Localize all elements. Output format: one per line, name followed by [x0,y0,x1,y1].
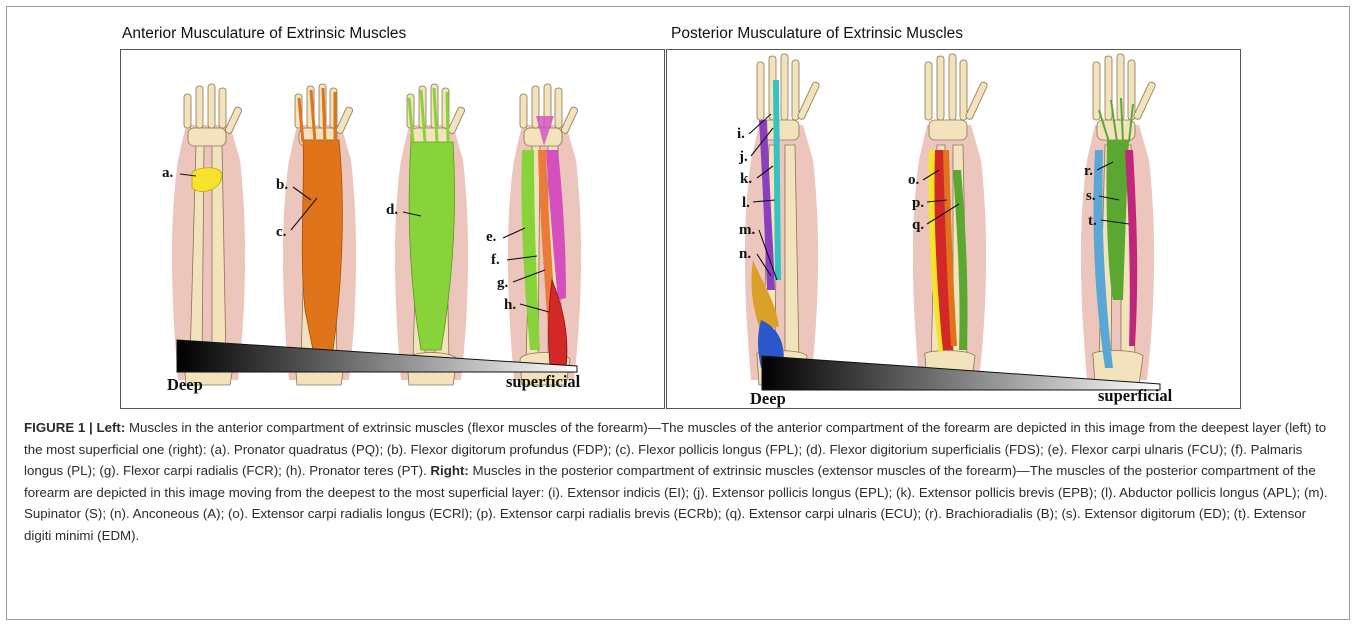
label-t: t. [1088,213,1097,229]
label-b: b. [276,177,288,193]
right-panel-title: Posterior Musculature of Extrinsic Muscl… [671,25,963,43]
caption-figure-label: FIGURE 1 | [24,420,93,435]
label-s: s. [1086,188,1096,204]
label-c: c. [276,224,287,240]
arm-1 [172,84,245,385]
left-panel: a. b. c. d. e. f. g. h. Deep superficial [120,49,665,409]
caption-left-label: Left: [96,420,125,435]
label-e: e. [486,229,497,245]
left-gradient-deep: Deep [167,375,203,395]
label-r: r. [1084,163,1093,179]
label-q: q. [912,217,924,233]
label-h: h. [504,297,516,313]
label-i: i. [737,126,745,142]
arm-4 [508,84,581,385]
label-p: p. [912,195,924,211]
label-a: a. [162,165,174,181]
arm-3 [395,84,468,385]
caption-right-label: Right: [430,463,468,478]
left-panel-title: Anterior Musculature of Extrinsic Muscle… [122,25,406,43]
label-d: d. [386,202,398,218]
label-f: f. [491,252,500,268]
arm-6 [913,54,988,385]
arm-5 [745,54,820,385]
right-panel: i. j. k. l. m. n. o. p. q. r. s. t. Deep… [666,49,1241,409]
label-l: l. [742,195,750,211]
anterior-illustration: a. b. c. d. e. f. g. h. [121,50,666,410]
right-gradient-deep: Deep [750,389,786,409]
label-j: j. [738,149,748,165]
label-n: n. [739,246,751,262]
left-gradient-superficial: superficial [506,372,580,392]
label-g: g. [497,275,509,291]
label-m: m. [739,222,755,238]
right-gradient-superficial: superficial [1098,386,1172,406]
arm-2 [283,84,356,385]
posterior-illustration: i. j. k. l. m. n. o. p. q. r. s. t. [667,50,1242,410]
label-o: o. [908,172,920,188]
label-k: k. [740,171,752,187]
figure-caption: FIGURE 1 | Left: Muscles in the anterior… [24,417,1336,547]
